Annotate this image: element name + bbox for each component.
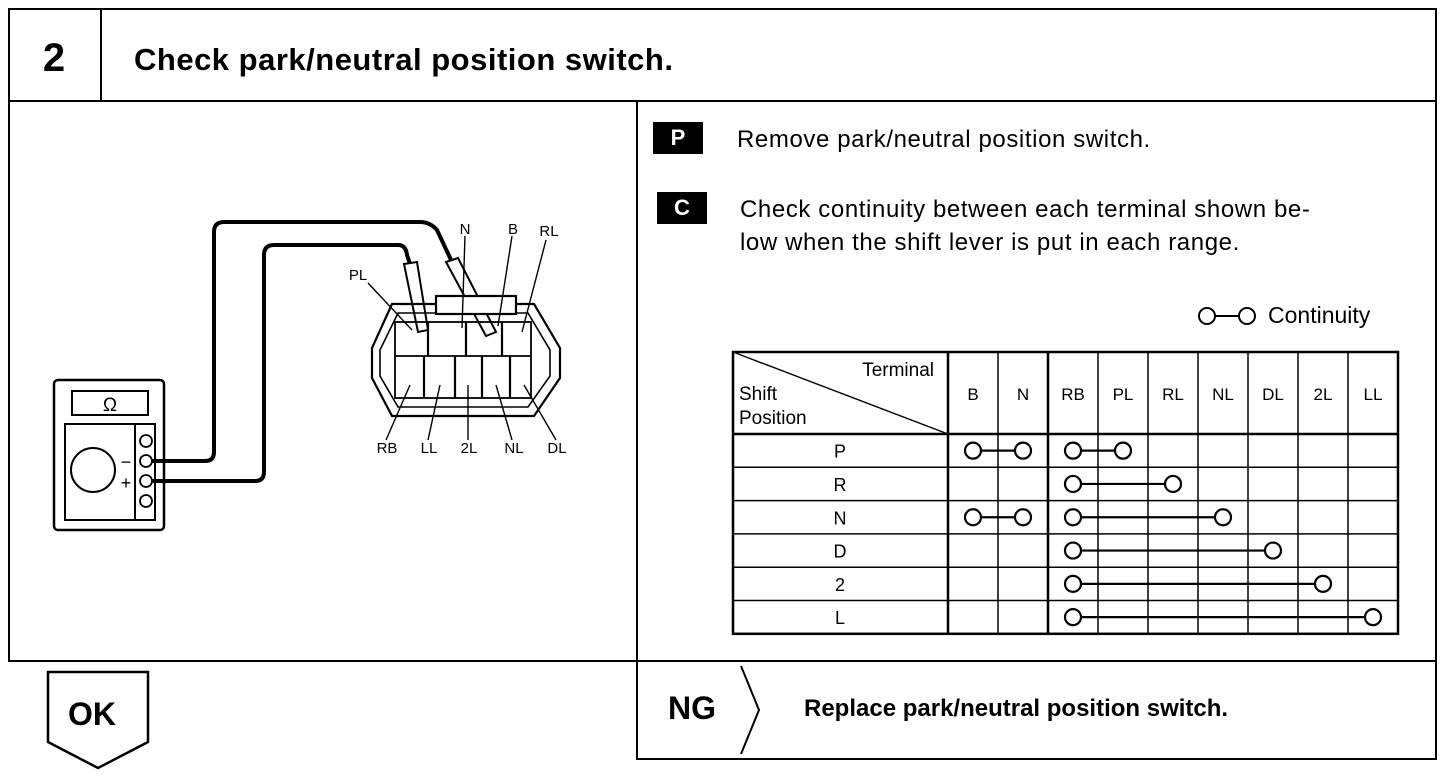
- connector-label-rl: RL: [539, 223, 558, 240]
- continuity-terminal-mark: [1063, 474, 1083, 494]
- table-row-label: N: [834, 508, 847, 528]
- table-corner-terminal: Terminal: [862, 360, 934, 381]
- instruction-check-line-2: low when the shift lever is put in each …: [740, 229, 1240, 256]
- connector-label-ll: LL: [421, 440, 438, 457]
- table-corner-shift-position: Shift: [739, 384, 778, 405]
- continuity-terminal-mark: [963, 441, 983, 460]
- table-row-label: 2: [835, 575, 845, 595]
- continuity-terminal-mark: [1213, 508, 1233, 527]
- table-corner-shift-position: Position: [739, 408, 807, 429]
- ok-arrow-box: [46, 670, 150, 770]
- wiring-illustration: Ω − +: [52, 220, 567, 532]
- instruction-remove: Remove park/neutral position switch.: [737, 126, 1151, 153]
- step-title: Check park/neutral position switch.: [134, 42, 674, 77]
- continuity-terminal-mark: [1063, 574, 1083, 593]
- badge-c: C: [657, 192, 707, 224]
- continuity-terminal-mark: [1363, 608, 1383, 627]
- test-leads: [152, 220, 454, 483]
- badge-p: P: [653, 122, 703, 154]
- table-column-header: DL: [1262, 385, 1284, 404]
- ohmmeter-icon: [52, 378, 166, 532]
- ng-action: Replace park/neutral position switch.: [804, 695, 1229, 722]
- connector-labels: N B RL PL RB LL 2L NL DL: [349, 221, 567, 457]
- continuity-legend: Continuity: [1196, 302, 1370, 329]
- continuity-terminal-mark: [1063, 441, 1083, 460]
- panel-divider: [636, 100, 638, 760]
- table-row-label: L: [835, 608, 845, 628]
- step-number: 2: [42, 36, 66, 80]
- table-column-header: LL: [1364, 385, 1383, 404]
- connector-label-rb: RB: [377, 440, 398, 457]
- ok-label: OK: [68, 696, 116, 732]
- connector-label-b: B: [508, 221, 518, 238]
- meter-plus: +: [121, 473, 132, 493]
- connector-label-nl: NL: [504, 440, 523, 457]
- table-corner-diagonal: [732, 351, 949, 435]
- continuity-terminal-mark: [1263, 541, 1283, 560]
- meter-minus: −: [121, 452, 132, 472]
- main-panel: [8, 100, 1437, 662]
- instruction-check-line-1: Check continuity between each terminal s…: [740, 196, 1311, 223]
- continuity-terminal-mark: [1063, 508, 1083, 527]
- continuity-terminal-mark: [1313, 574, 1333, 593]
- table-column-header: 2L: [1314, 385, 1333, 404]
- continuity-terminal-mark: [1163, 474, 1183, 494]
- table-column-header: B: [967, 385, 978, 404]
- ng-label: NG: [668, 690, 716, 726]
- continuity-terminal-mark: [963, 508, 983, 527]
- continuity-terminal-mark: [1113, 441, 1133, 460]
- connector-label-2l: 2L: [461, 440, 478, 457]
- continuity-symbol-icon: [1198, 306, 1256, 325]
- connector-label-n: N: [460, 221, 471, 238]
- table-column-header: PL: [1113, 385, 1134, 404]
- table-row-label: P: [834, 442, 846, 462]
- table-border: [731, 350, 1400, 636]
- legend-label: Continuity: [1268, 302, 1371, 328]
- continuity-terminal-mark: [1013, 441, 1033, 460]
- ng-chevron-icon: [740, 665, 761, 755]
- ohm-symbol: Ω: [103, 395, 117, 416]
- connector-label-dl: DL: [547, 440, 566, 457]
- table-column-header: RL: [1162, 385, 1184, 404]
- continuity-terminal-mark: [1063, 608, 1083, 627]
- table-column-header: N: [1017, 385, 1029, 404]
- continuity-terminal-mark: [1063, 541, 1083, 560]
- connector-icon: [367, 235, 562, 441]
- ng-result-box: [636, 660, 1437, 760]
- table-row-label: R: [834, 475, 847, 495]
- table-column-header: RB: [1061, 385, 1085, 404]
- step-number-box: 2: [8, 8, 102, 102]
- step-header: [8, 8, 1437, 102]
- table-column-header: NL: [1212, 385, 1234, 404]
- continuity-terminal-mark: [1013, 508, 1033, 527]
- table-row-label: D: [834, 542, 847, 562]
- connector-label-pl: PL: [349, 267, 367, 284]
